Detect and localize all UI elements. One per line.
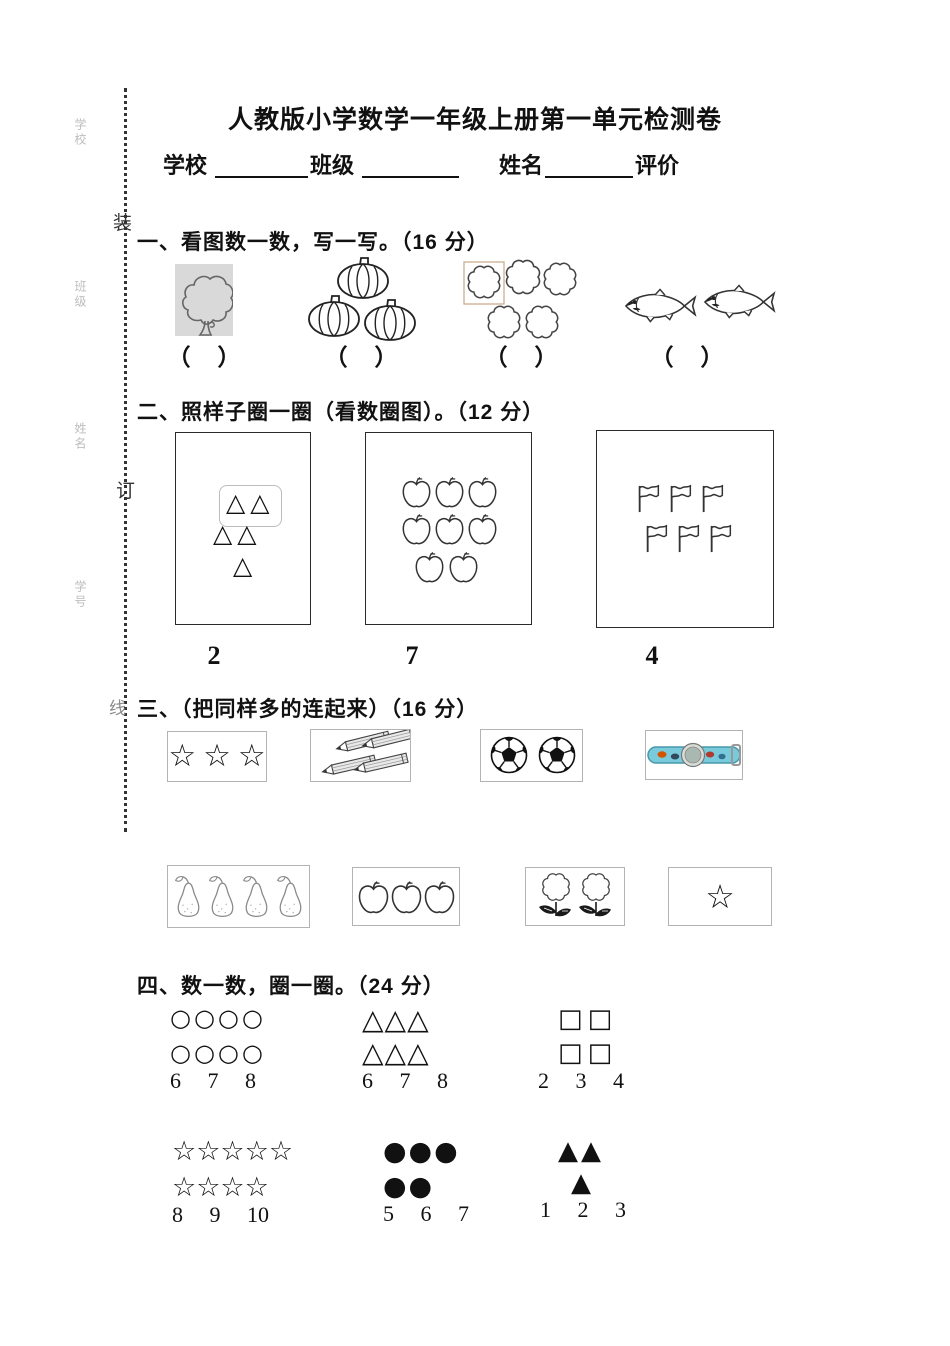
class-label: 班级 bbox=[310, 153, 355, 178]
box3-number: 4 bbox=[645, 641, 659, 670]
circles-row1: ○○○○ bbox=[170, 1004, 266, 1032]
section3-box-balls bbox=[480, 729, 583, 782]
triangles-row3: △ bbox=[233, 551, 253, 580]
example-circle bbox=[219, 485, 282, 527]
dots-row1: ●●● bbox=[383, 1136, 460, 1167]
tree-image bbox=[175, 264, 233, 336]
stars-row1: ☆☆☆☆☆ bbox=[172, 1136, 294, 1167]
count-column-squares: □□ □□ 2 3 4 bbox=[538, 1004, 624, 1094]
section3-box-pears bbox=[167, 865, 310, 928]
count-column-triangles: △△△ △△△ 6 7 8 bbox=[362, 1006, 448, 1094]
flowers-image bbox=[463, 256, 581, 344]
circles-numbers: 6 7 8 bbox=[170, 1068, 256, 1093]
star1-shape: ☆ bbox=[705, 877, 735, 916]
margin-label-school: 学校 bbox=[73, 118, 87, 148]
answer-blank-tree: （ ） bbox=[167, 344, 243, 370]
stars3-shapes: ☆☆☆ bbox=[168, 738, 273, 774]
box2-number: 7 bbox=[405, 641, 419, 670]
name-blank bbox=[545, 152, 634, 178]
pears-image bbox=[174, 875, 302, 918]
stars-numbers: 8 9 10 bbox=[172, 1202, 269, 1227]
count-column-stars: ☆☆☆☆☆ ☆☆☆☆ 8 9 10 bbox=[172, 1138, 293, 1228]
section2-box-flags bbox=[596, 430, 774, 628]
squares-numbers: 2 3 4 bbox=[538, 1068, 624, 1093]
pencils-image bbox=[320, 730, 410, 777]
binding-dotted-line bbox=[124, 88, 127, 832]
soccer-balls-image bbox=[481, 730, 582, 781]
section3-box-star: ☆ bbox=[668, 867, 772, 926]
dots-numbers: 5 6 7 bbox=[383, 1201, 469, 1226]
flowers2-image bbox=[526, 868, 624, 925]
triangles-numbers: 6 7 8 bbox=[362, 1068, 448, 1093]
section3-heading: 三、（把同样多的连起来）（16 分） bbox=[137, 698, 479, 721]
stars-row2: ☆☆☆☆ bbox=[172, 1172, 269, 1203]
pumpkins-image bbox=[306, 256, 420, 342]
section2-box-triangles: △△ △△ △ bbox=[175, 432, 311, 625]
section2-heading: 二、照样子圈一圈（看数圈图）。（12 分） bbox=[137, 401, 545, 424]
apples3-image bbox=[358, 880, 455, 914]
school-blank bbox=[215, 152, 309, 178]
section3-box-flowers bbox=[525, 867, 625, 926]
school-label: 学校 bbox=[163, 153, 208, 178]
triangles-row2: △△ bbox=[213, 519, 262, 548]
squares-row1: □□ bbox=[558, 1004, 618, 1034]
watch-image bbox=[647, 742, 741, 768]
triangles-row2: △△△ bbox=[362, 1036, 430, 1069]
answer-blank-pumpkins: （ ） bbox=[324, 344, 400, 370]
squares-row2: □□ bbox=[558, 1038, 618, 1068]
section3-box-stars: ☆☆☆ bbox=[167, 731, 267, 782]
count-column-filled-triangles: ▲▲ ▲ 1 2 3 bbox=[540, 1136, 626, 1223]
count-column-dots: ●●● ●● 5 6 7 bbox=[383, 1138, 469, 1227]
section4-heading: 四、数一数，圈一圈。（24 分） bbox=[137, 975, 445, 998]
dots-row2: ●● bbox=[383, 1171, 435, 1202]
margin-label-name: 姓名 bbox=[73, 422, 87, 452]
margin-label-number: 学号 bbox=[73, 580, 87, 610]
student-info-line: 学校 班级 姓名 评价 bbox=[163, 148, 679, 180]
binding-char-ding: 订 bbox=[116, 481, 136, 502]
section3-box-apples bbox=[352, 867, 460, 926]
filled-triangles-numbers: 1 2 3 bbox=[540, 1197, 626, 1222]
page-title: 人教版小学数学一年级上册第一单元检测卷 bbox=[227, 106, 722, 134]
section3-box-pencils bbox=[310, 729, 411, 782]
binding-char-xian: 线 bbox=[109, 699, 126, 718]
answer-blank-fish: （ ） bbox=[650, 344, 726, 370]
answer-blank-flowers: （ ） bbox=[484, 344, 560, 370]
binding-char-zhuang: 装 bbox=[113, 213, 133, 234]
flags-image bbox=[638, 484, 732, 554]
eval-label: 评价 bbox=[635, 153, 680, 178]
fish-image bbox=[623, 272, 779, 336]
count-column-circles: ○○○○ ○○○○ 6 7 8 bbox=[170, 1006, 266, 1094]
triangles-row1: △△△ bbox=[362, 1003, 430, 1036]
apples-image bbox=[402, 476, 497, 583]
box1-number: 2 bbox=[207, 641, 221, 670]
margin-label-class: 班级 bbox=[73, 280, 87, 310]
triangles-row1: △△ bbox=[226, 488, 275, 517]
section3-box-watch bbox=[645, 730, 743, 780]
filled-triangles-row1: ▲▲ bbox=[558, 1136, 604, 1166]
circles-row2: ○○○○ bbox=[170, 1039, 266, 1067]
filled-triangles-row2: ▲ bbox=[571, 1168, 594, 1198]
section2-box-apples bbox=[365, 432, 532, 625]
name-label: 姓名 bbox=[499, 153, 544, 178]
class-blank bbox=[362, 152, 460, 178]
section1-heading: 一、看图数一数，写一写。（16 分） bbox=[137, 231, 489, 254]
flower-highlight-box bbox=[463, 261, 505, 305]
